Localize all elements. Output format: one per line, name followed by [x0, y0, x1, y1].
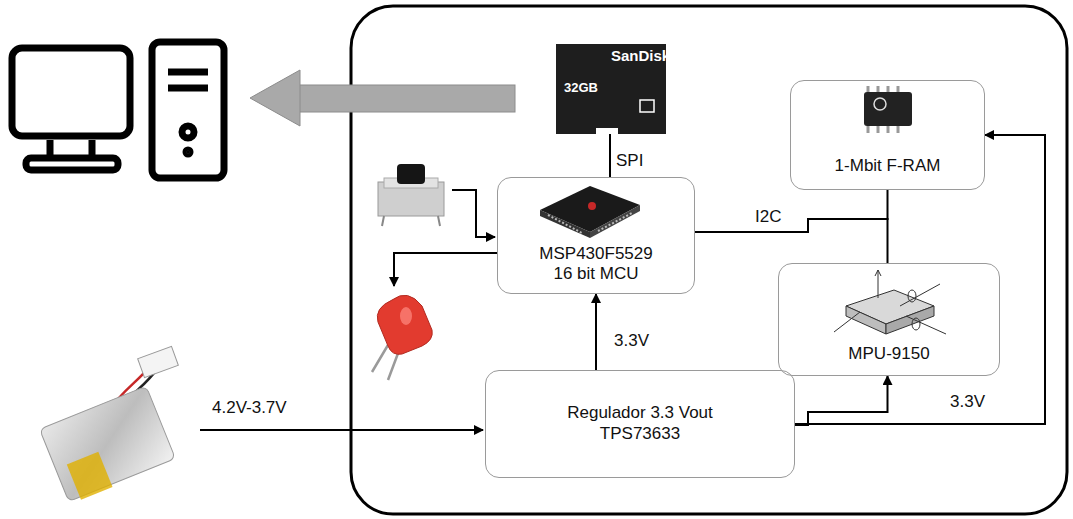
mpu-sensor — [834, 270, 946, 334]
transfer-arrow — [250, 70, 515, 126]
box-text: MSP430F5529 16 bit MCU — [534, 244, 659, 285]
connector — [795, 376, 888, 425]
sensor-box: MPU-9150 — [778, 263, 1000, 376]
connector — [795, 135, 1045, 424]
spi-wire — [609, 134, 611, 177]
battery — [40, 346, 179, 501]
card-capacity: 32GB — [564, 80, 598, 96]
bus-name: SPI — [616, 151, 643, 171]
box-text: 1-Mbit F-RAM — [835, 156, 941, 177]
push-button — [378, 164, 444, 226]
bus-name: I2C — [755, 207, 781, 227]
card-brand: SanDisk — [611, 47, 670, 65]
led-wire — [394, 253, 497, 286]
voltage-label: 3.3V — [614, 331, 649, 351]
connector — [695, 190, 888, 232]
box-text: MPU-9150 — [848, 344, 929, 365]
fram-chip — [864, 86, 912, 133]
mcu-chip — [540, 186, 640, 238]
button-wire — [452, 190, 495, 237]
connector — [595, 294, 597, 370]
computer-icon — [12, 42, 224, 178]
box-text: Regulador 3.3 Vout TPS73633 — [553, 403, 728, 444]
voltage-range: 4.2V-3.7V — [212, 398, 287, 418]
fram-box: 1-Mbit F-RAM — [790, 80, 985, 190]
regulator-box: Regulador 3.3 Vout TPS73633 — [485, 370, 795, 478]
connector — [695, 219, 888, 263]
mcu-box: MSP430F5529 16 bit MCU — [497, 177, 695, 294]
board-outline — [351, 6, 1067, 514]
voltage-label: 3.3V — [950, 392, 985, 412]
battery-wire — [200, 429, 483, 431]
led — [372, 295, 432, 380]
